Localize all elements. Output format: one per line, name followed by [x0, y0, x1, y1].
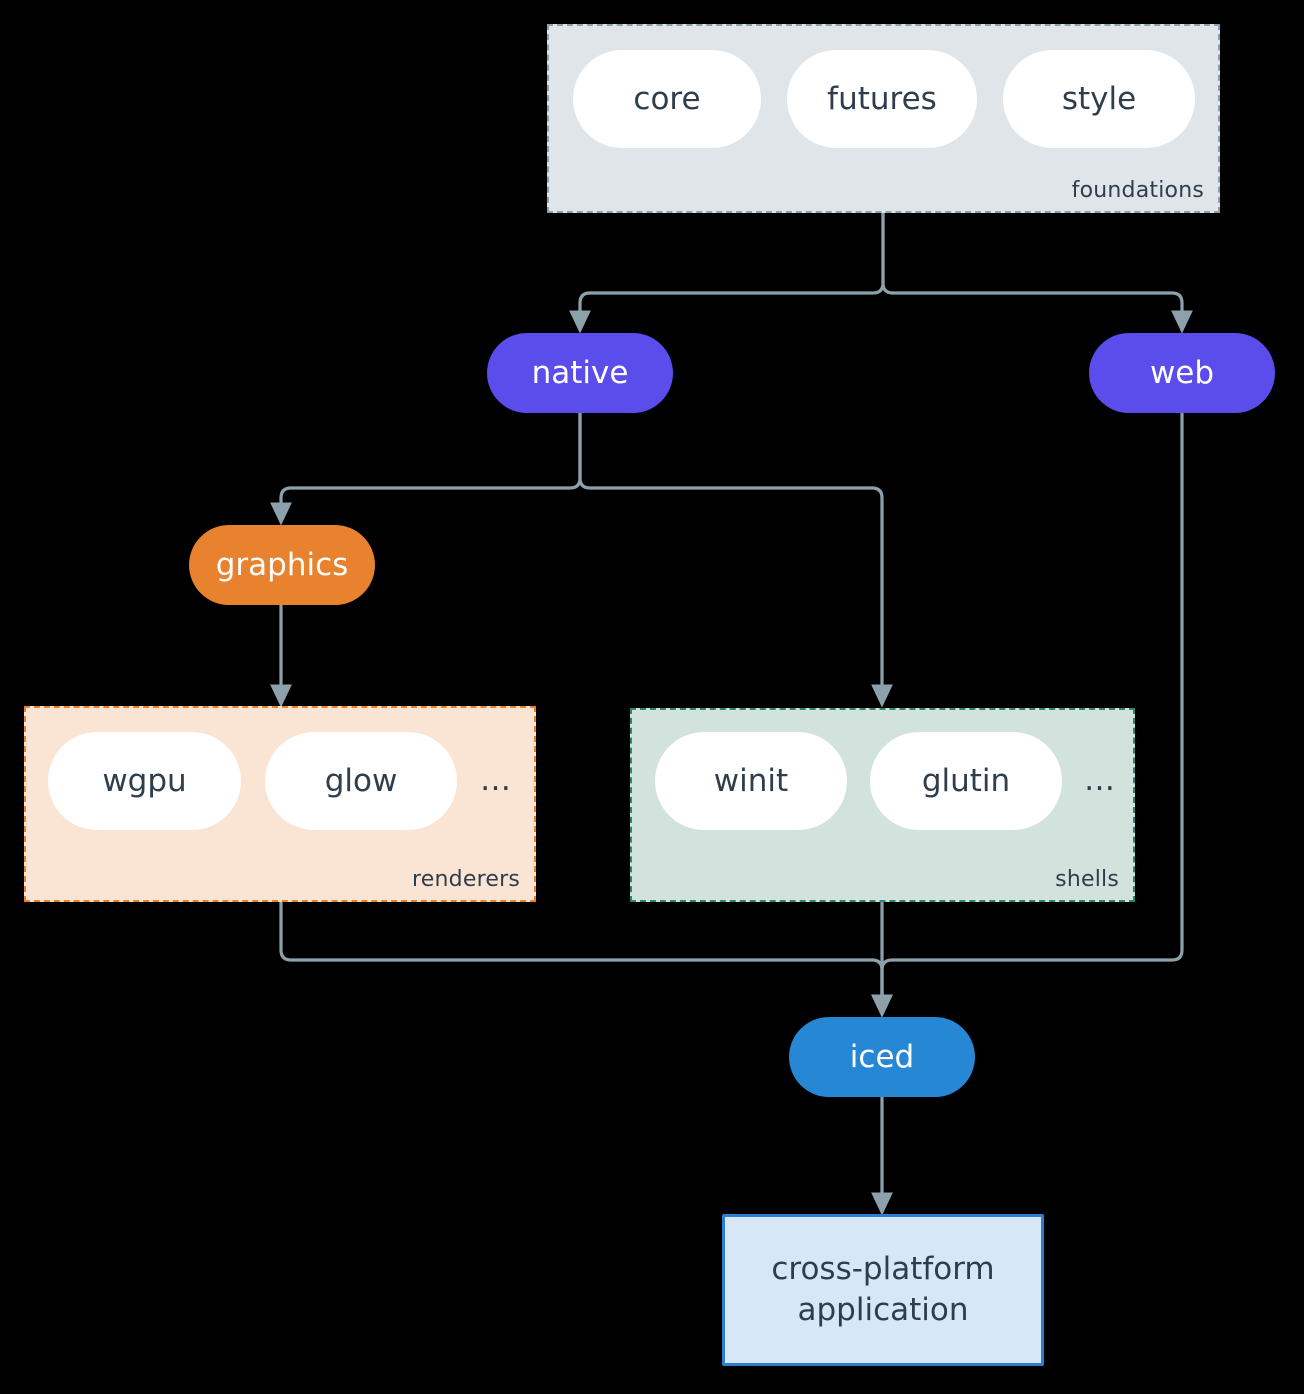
- cluster-label-renderers: renderers: [412, 867, 520, 892]
- edge-native-to-shells: [578, 411, 893, 708]
- leaf-core[interactable]: core: [573, 50, 761, 148]
- shells-ellipsis: …: [1084, 762, 1117, 798]
- application-line-1: cross-platform: [771, 1251, 995, 1288]
- node-native[interactable]: native: [487, 333, 673, 413]
- leaf-winit[interactable]: winit: [655, 732, 847, 830]
- leaf-wgpu[interactable]: wgpu: [48, 732, 241, 830]
- application-line-2: application: [797, 1292, 969, 1328]
- node-cross-platform-application[interactable]: cross-platform application: [722, 1214, 1044, 1366]
- edge-native-to-graphics: [270, 411, 582, 526]
- node-graphics[interactable]: graphics: [189, 525, 375, 605]
- leaf-futures[interactable]: futures: [787, 50, 977, 148]
- node-web[interactable]: web: [1089, 333, 1275, 413]
- leaf-glow[interactable]: glow: [265, 732, 457, 830]
- edge-foundations-to-web: [881, 211, 1193, 334]
- cluster-label-foundations: foundations: [1071, 178, 1204, 203]
- leaf-glutin[interactable]: glutin: [870, 732, 1062, 830]
- edge-foundations-to-native: [569, 211, 885, 334]
- renderers-ellipsis: …: [480, 762, 513, 798]
- node-iced[interactable]: iced: [789, 1017, 975, 1097]
- cluster-label-shells: shells: [1055, 867, 1119, 892]
- leaf-style[interactable]: style: [1003, 50, 1195, 148]
- edge-renderers-to-iced: [279, 900, 893, 1018]
